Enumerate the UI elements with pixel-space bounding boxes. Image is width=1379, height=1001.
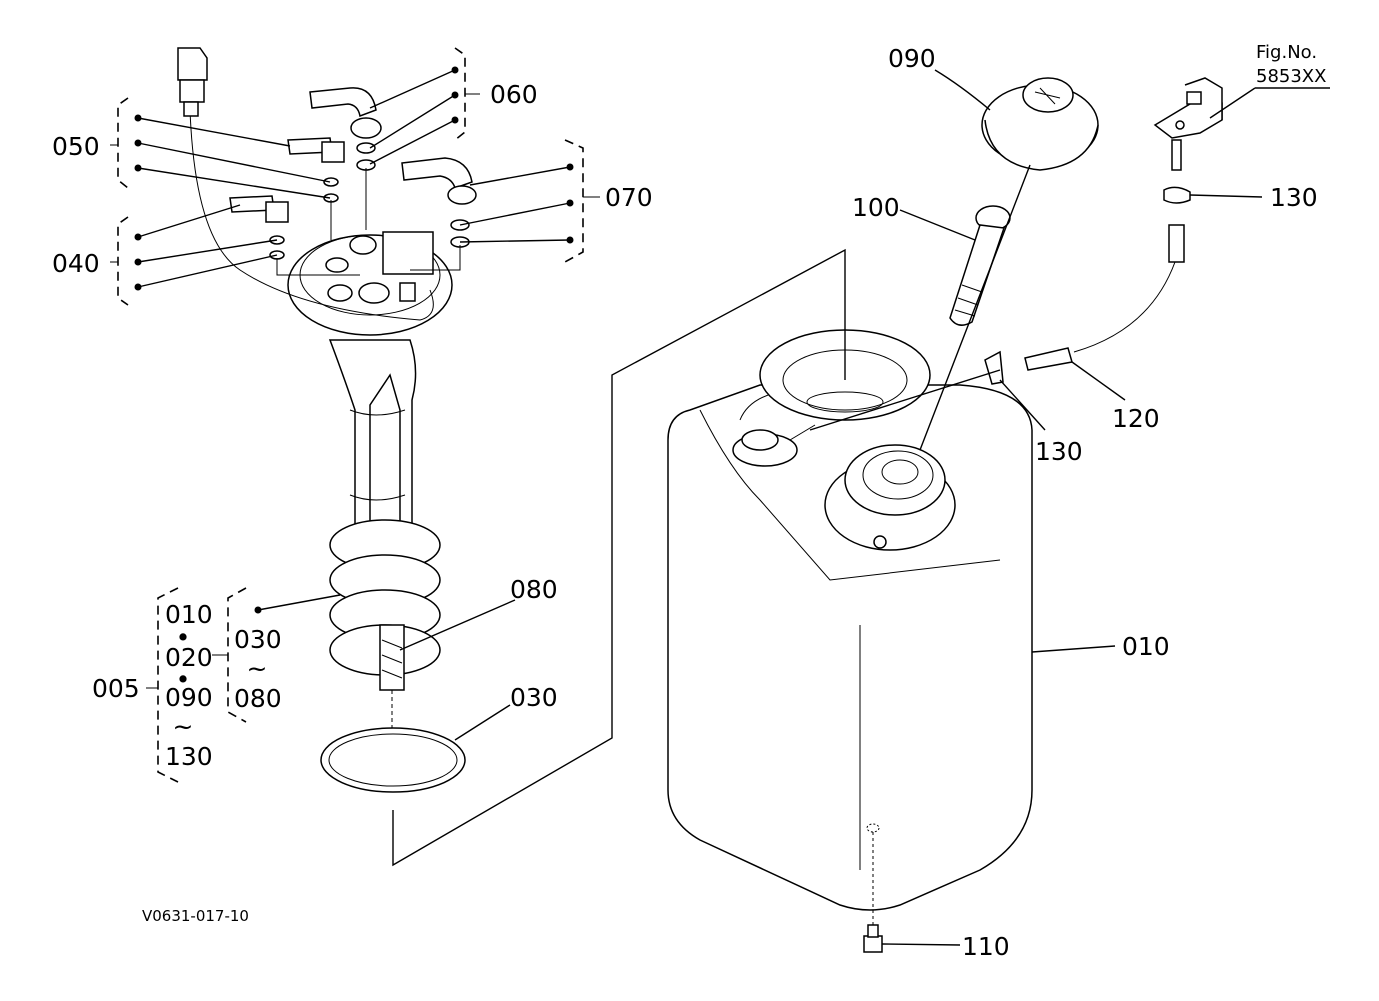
callout-130-top: 130	[1270, 183, 1318, 212]
wire-harness[interactable]	[177, 47, 434, 321]
drawing-code: V0631-017-10	[142, 907, 249, 925]
fig-no-value: 5853XX	[1256, 66, 1326, 87]
fitting-070[interactable]	[401, 157, 477, 205]
callout-090: 090	[888, 44, 936, 73]
callout-040: 040	[52, 249, 100, 278]
callout-130-lower: 130	[1035, 437, 1083, 466]
group-dot-1: •	[176, 623, 191, 652]
sender-unit[interactable]	[287, 231, 453, 765]
filler-cap[interactable]	[981, 77, 1099, 171]
leader-lines	[137, 69, 1330, 946]
group-tilde-1: ~	[173, 712, 194, 741]
strainer[interactable]	[949, 205, 1011, 326]
callout-120: 120	[1112, 404, 1160, 433]
callout-030: 030	[510, 683, 558, 712]
group-020: 020	[165, 643, 213, 672]
callout-050: 050	[52, 132, 100, 161]
callout-080: 080	[510, 575, 558, 604]
group-010: 010	[165, 600, 213, 629]
fig-no-label: Fig.No.	[1256, 42, 1317, 63]
drain-plug[interactable]	[863, 823, 883, 953]
bracket[interactable]	[1153, 77, 1223, 139]
breather-hose[interactable]	[984, 139, 1191, 385]
gasket-030[interactable]	[320, 727, 466, 793]
group-dot-2: •	[176, 665, 191, 694]
callout-010: 010	[1122, 632, 1170, 661]
fitting-060[interactable]	[309, 87, 382, 139]
tank-body[interactable]	[667, 329, 1033, 911]
group-130: 130	[165, 742, 213, 771]
callout-100: 100	[852, 193, 900, 222]
fitting-040[interactable]	[229, 195, 289, 223]
subgroup-030: 030	[234, 625, 282, 654]
group-tilde-2: ~	[247, 654, 268, 683]
group-090: 090	[165, 683, 213, 712]
subgroup-080: 080	[234, 684, 282, 713]
group-brackets	[110, 47, 600, 783]
fitting-050[interactable]	[287, 137, 345, 163]
callout-070: 070	[605, 183, 653, 212]
callout-110: 110	[962, 932, 1010, 961]
callout-005: 005	[92, 674, 140, 703]
reference-dots	[134, 66, 574, 614]
callout-060: 060	[490, 80, 538, 109]
